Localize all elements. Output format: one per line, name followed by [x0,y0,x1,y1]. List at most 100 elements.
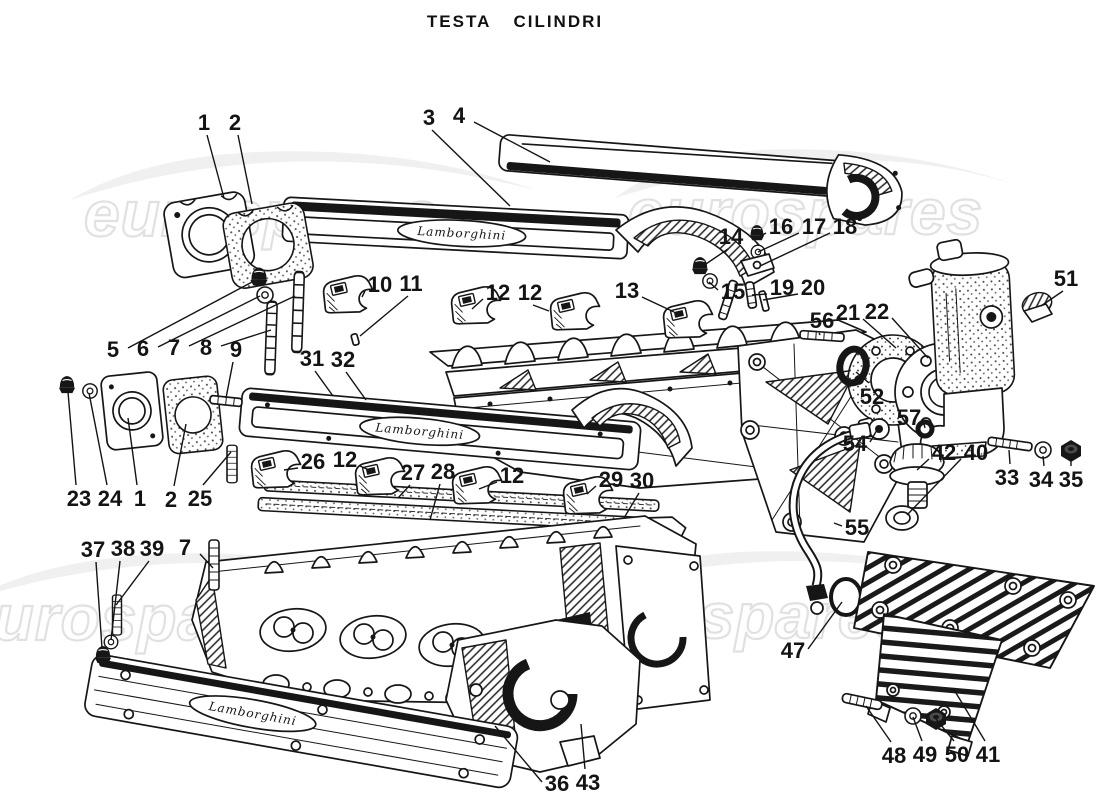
callout-25: 25 [188,451,232,511]
part-number: 38 [111,536,135,561]
callout-7: 7 [179,535,214,569]
leader-line [157,295,261,348]
part-number: 14 [719,224,744,249]
leader-line [855,371,870,384]
callout-8: 8 [200,329,272,360]
callout-50: 50 [935,718,969,767]
leader-line [494,725,543,783]
leader-line [283,467,299,471]
part-number: 16 [769,214,793,239]
part-number: 28 [431,459,455,484]
callout-49: 49 [912,716,937,767]
callout-57: 57 [897,405,926,430]
leader-line [912,716,923,742]
part-number: 42 [932,440,956,465]
part-number: 41 [976,742,1000,767]
leader-line [865,705,892,743]
leader-line [397,484,411,499]
leader-line [906,458,962,516]
leader-line [1008,449,1011,465]
callout-55: 55 [833,515,869,540]
callout-35: 35 [1059,457,1083,492]
oil-filler-cap [889,443,945,509]
part-number: 12 [500,463,524,488]
part-number: 57 [897,405,921,430]
callout-20: 20 [762,275,825,301]
callout-32: 32 [331,347,367,401]
leader-line [471,298,484,310]
callout-40: 40 [906,440,988,516]
part-number: 8 [200,335,212,360]
part-number: 6 [137,336,149,361]
leader-line [891,317,929,359]
part-number: 24 [98,486,123,511]
leader-line [935,718,955,742]
leader-line [199,553,214,569]
leader-line [314,370,334,397]
part-number: 55 [845,515,869,540]
callout-9: 9 [225,337,242,399]
leader-line [759,232,831,267]
cover-logo-script: Lamborghini [416,224,507,243]
callout-5: 5 [107,280,255,362]
callout-24: 24 [88,392,123,511]
leader-line [862,318,897,349]
callout-42: 42 [916,440,956,471]
oil-sump-cover [853,551,1095,757]
callout-18: 18 [759,214,857,267]
part-number: 20 [801,275,825,300]
callout-7: 7 [168,295,296,360]
leader-line [580,723,586,770]
part-number: 27 [401,460,425,485]
callout-23: 23 [67,391,91,511]
callout-54: 54 [843,429,878,456]
part-number: 54 [843,431,868,456]
callout-37: 37 [81,537,105,649]
leader-line [361,290,366,298]
callout-10: 10 [361,272,392,298]
callout-26: 26 [283,449,325,474]
part-number: 51 [1054,266,1078,291]
callout-43: 43 [576,723,600,795]
callout-1: 1 [198,110,225,199]
callout-34: 34 [1029,455,1054,492]
callout-38: 38 [110,536,135,641]
callout-11: 11 [359,271,423,337]
callout-14: 14 [699,224,744,269]
leader-line [586,485,597,495]
leader-line [110,560,121,641]
leader-line [237,134,253,205]
part-number: 9 [230,337,242,362]
part-number: 30 [630,468,654,493]
part-number: 47 [781,638,805,663]
callout-52: 52 [855,371,884,409]
callout-39: 39 [115,536,164,606]
part-number: 12 [486,280,510,305]
callout-56: 56 [810,308,834,336]
part-number: 12 [333,447,357,472]
leader-line [67,391,77,486]
part-number: 34 [1029,467,1054,492]
leader-line [757,232,800,253]
leader-line [708,281,719,291]
leader-line [127,280,255,349]
part-number: 33 [995,465,1019,490]
callout-4: 4 [453,103,551,163]
page-title: TESTA CILINDRI [426,12,604,31]
leader-line [202,451,232,486]
callout-16: 16 [758,214,793,239]
leader-line [762,293,799,301]
leader-line [818,332,821,336]
cam-seal-gasket-lower [162,375,224,455]
callout-47: 47 [781,601,843,663]
callout-21: 21 [836,300,897,349]
part-number: 50 [945,742,969,767]
leader-line [916,458,930,471]
callout-12: 12 [471,280,510,310]
leader-line [127,417,138,486]
callout-15: 15 [708,279,745,304]
part-number: 2 [229,110,241,135]
part-number: 36 [545,771,569,796]
breather-hose [788,421,872,615]
